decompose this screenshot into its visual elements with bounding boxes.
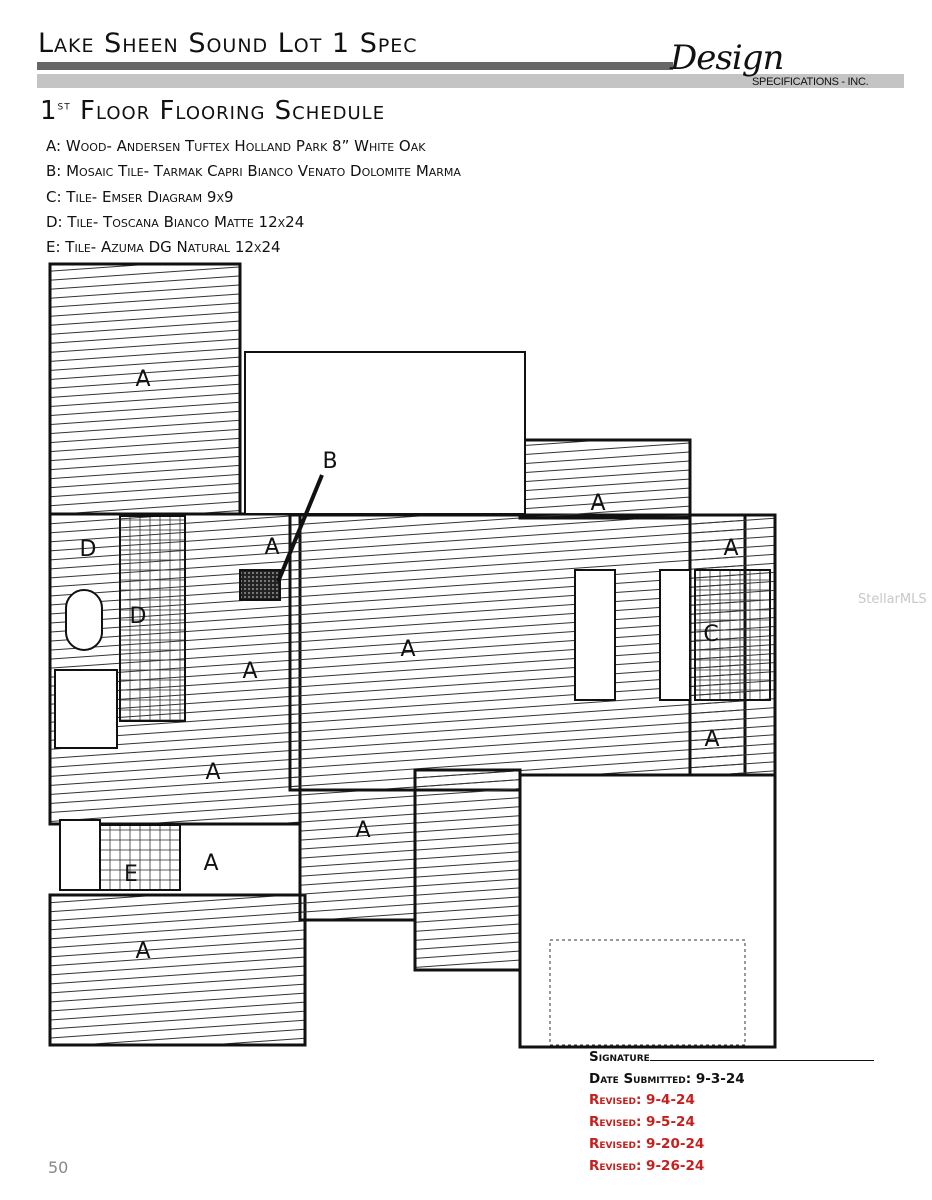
- page-number: 50: [48, 1158, 69, 1177]
- bath-left: [59, 819, 101, 891]
- logo-subtitle: SPECIFICATIONS - INC.: [752, 76, 869, 88]
- label-b: B: [322, 449, 337, 474]
- watermark: StellarMLS: [858, 592, 927, 607]
- room-left-top: [48, 262, 242, 516]
- company-logo: Design SPECIFICATIONS - INC.: [668, 36, 908, 92]
- label-a: A: [135, 939, 150, 964]
- label-a: A: [355, 818, 370, 843]
- kitchen-island: [574, 569, 616, 701]
- legend-item: B: Mosaic Tile- Tarmak Capri Bianco Vena…: [46, 162, 461, 181]
- stairs-tile: [119, 515, 186, 722]
- room-hall: [298, 788, 417, 922]
- label-e: E: [124, 862, 138, 887]
- document-title: Lake Sheen Sound Lot 1 Spec: [38, 28, 418, 59]
- room-top-right: [518, 438, 692, 520]
- label-c: C: [703, 622, 718, 647]
- room-left-bottom: [48, 893, 307, 1047]
- mosaic-shower: [239, 569, 281, 601]
- legend-item: E: Tile- Azuma DG Natural 12x24: [46, 238, 281, 257]
- date-submitted: Date Submitted: 9-3-24: [589, 1070, 745, 1087]
- label-d: D: [80, 537, 97, 562]
- garage: [518, 773, 777, 1049]
- label-a: A: [400, 637, 415, 662]
- revision: Revised: 9-26-24: [589, 1157, 705, 1174]
- label-a: A: [590, 491, 605, 516]
- bath-e: [99, 824, 181, 891]
- label-a: A: [264, 535, 279, 560]
- room-stairs: [413, 768, 522, 972]
- legend-item: A: Wood- Andersen Tuftex Holland Park 8”…: [46, 137, 426, 155]
- b-pointer: [276, 474, 324, 583]
- tub: [65, 589, 103, 651]
- label-a: A: [723, 536, 738, 561]
- logo-script: Design: [670, 38, 784, 78]
- signoff-block: Signature Date Submitted: 9-3-24 Revised…: [589, 1047, 874, 1177]
- signature-label: Signature: [589, 1049, 650, 1065]
- kitchen-tile: [694, 569, 771, 701]
- shower: [54, 669, 118, 749]
- legend-item: D: Tile- Toscana Bianco Matte 12x24: [46, 212, 305, 231]
- flooring-legend: A: Wood- Andersen Tuftex Holland Park 8”…: [46, 134, 461, 260]
- header-bar-dark: [37, 62, 673, 70]
- garage-door: [549, 939, 746, 1046]
- label-a: A: [135, 367, 150, 392]
- revision: Revised: 9-5-24: [589, 1114, 695, 1131]
- kitchen-counter: [659, 569, 691, 701]
- label-a: A: [203, 851, 218, 876]
- label-a: A: [242, 659, 257, 684]
- legend-item: C: Tile- Emser Diagram 9x9: [46, 187, 234, 206]
- revision: Revised: 9-4-24: [589, 1092, 695, 1109]
- signature-line: [649, 1048, 874, 1061]
- header-bar-light: [37, 74, 904, 88]
- schedule-title: 1st Floor Flooring Schedule: [40, 96, 386, 126]
- label-a: A: [704, 727, 719, 752]
- revision: Revised: 9-20-24: [589, 1135, 705, 1152]
- label-d: D: [130, 604, 147, 629]
- label-a: A: [205, 760, 220, 785]
- patio: [244, 351, 526, 515]
